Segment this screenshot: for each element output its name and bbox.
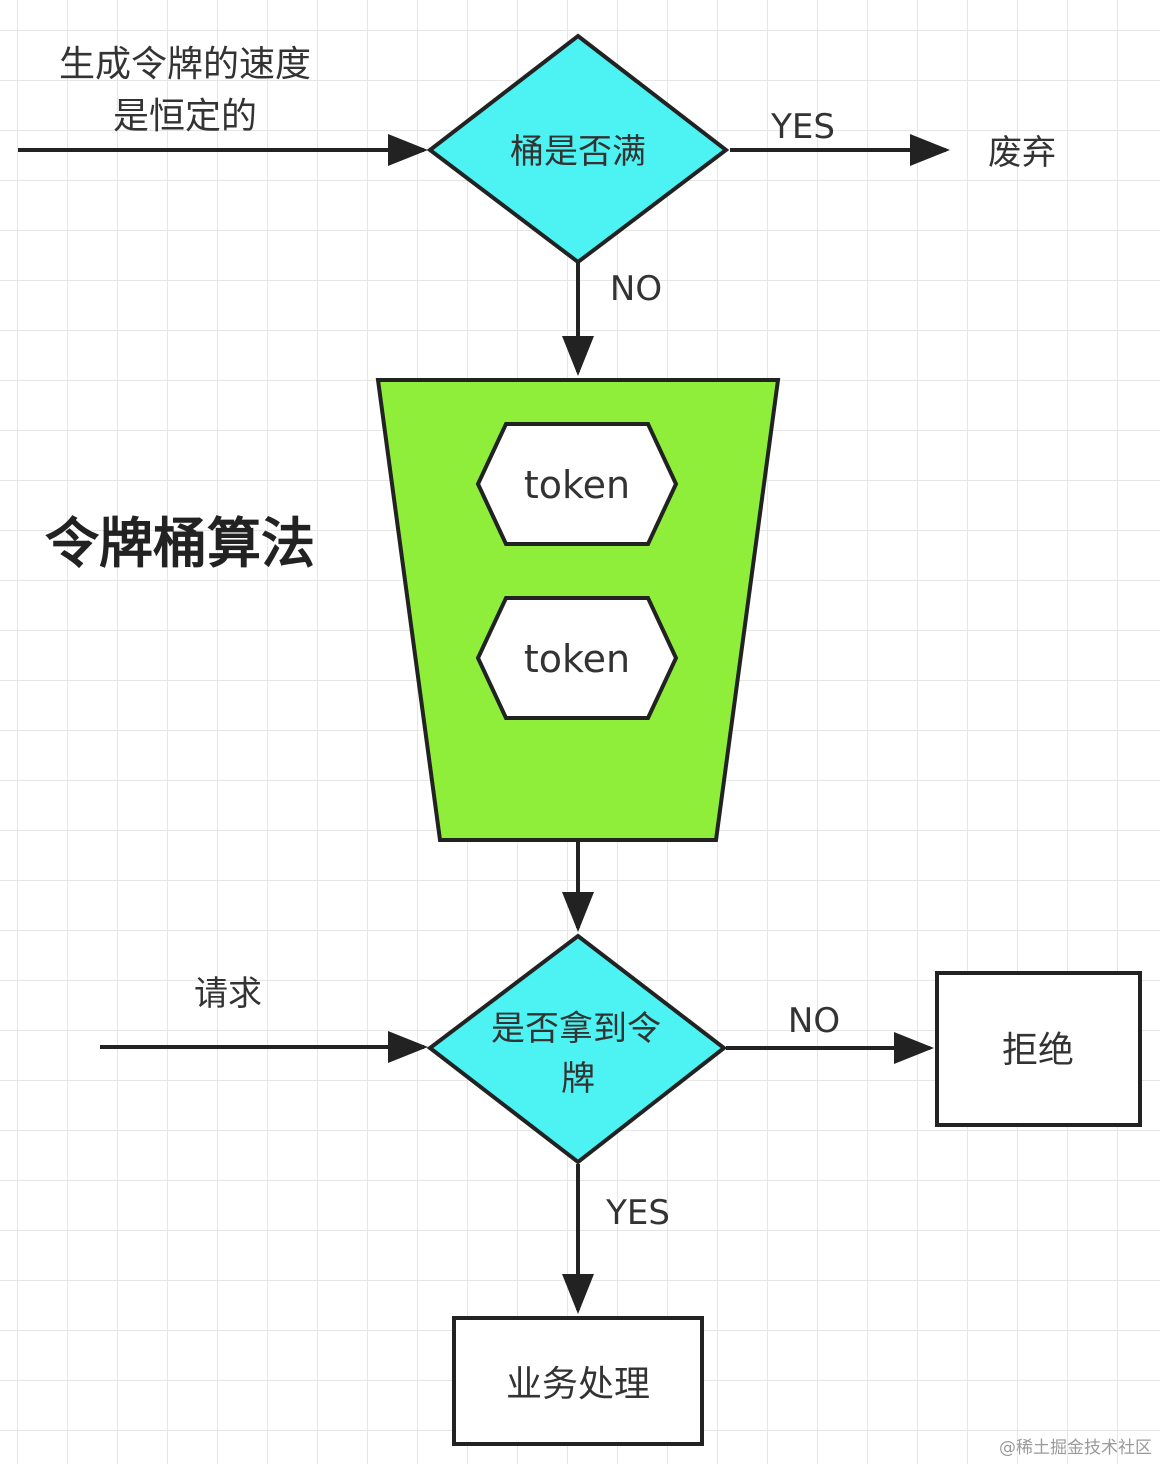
reject-label: 拒绝	[1002, 1030, 1074, 1071]
decision-got-token-label-line1: 是否拿到令	[491, 1009, 661, 1049]
request-label: 请求	[194, 974, 262, 1014]
rate-label-line1: 生成令牌的速度	[59, 44, 311, 85]
decision-got-token	[426, 933, 728, 1165]
token-2-label: token	[524, 637, 630, 681]
yes-label-bottom: YES	[605, 1193, 670, 1233]
yes-label-top: YES	[770, 107, 835, 147]
discard-label: 废弃	[988, 133, 1056, 173]
business-box	[452, 1316, 704, 1446]
reject-box	[935, 971, 1142, 1127]
token-1-label: token	[524, 463, 630, 507]
diagram-title: 令牌桶算法	[45, 512, 315, 575]
token-1	[475, 422, 679, 546]
decision-got-token-label-line2: 牌	[561, 1059, 595, 1099]
no-label-bottom: NO	[788, 1001, 840, 1041]
watermark: @稀土掘金技术社区	[999, 1438, 1152, 1458]
decision-bucket-full-label: 桶是否满	[510, 132, 646, 172]
token-2	[475, 596, 679, 720]
business-label: 业务处理	[506, 1364, 650, 1405]
rate-label-line2: 是恒定的	[113, 96, 257, 137]
no-label-top: NO	[610, 269, 662, 309]
